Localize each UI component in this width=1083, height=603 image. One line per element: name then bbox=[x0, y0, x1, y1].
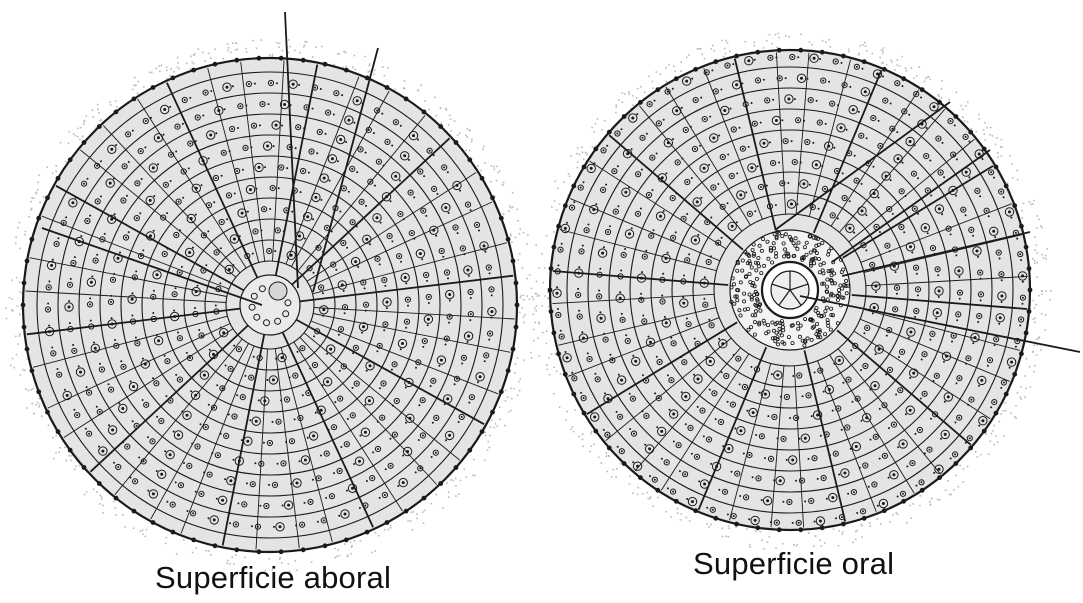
oral-surface-drawing bbox=[531, 33, 1080, 550]
aboral-surface-caption: Superficie aboral bbox=[155, 560, 391, 596]
madreporite bbox=[269, 282, 287, 300]
peristome bbox=[730, 230, 850, 350]
aboral-surface-drawing bbox=[5, 12, 537, 572]
apical-disc bbox=[240, 275, 300, 335]
oral-surface-caption: Superficie oral bbox=[693, 546, 894, 582]
